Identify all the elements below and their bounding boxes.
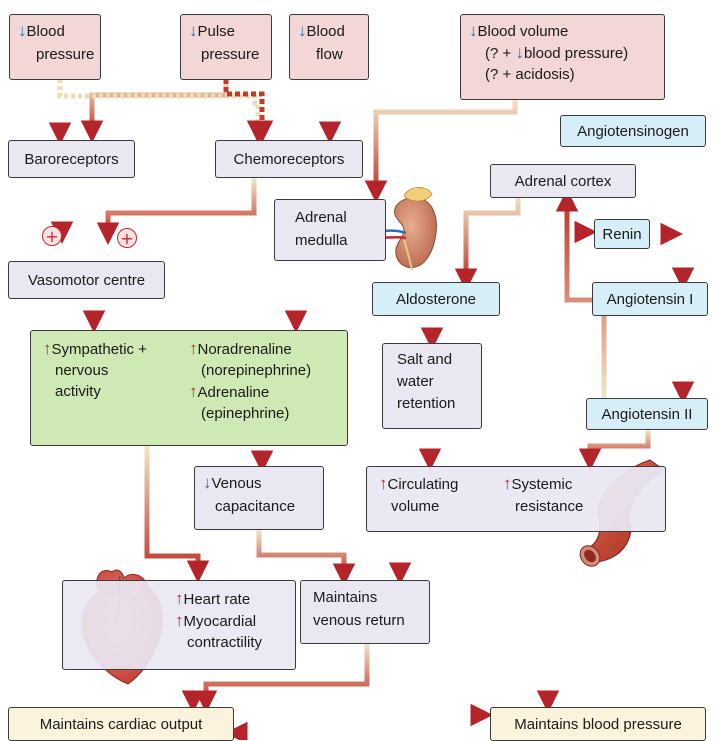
box-venous-capacitance: ↓Venous capacitance xyxy=(194,466,324,530)
box-aldosterone: Aldosterone xyxy=(372,282,500,316)
down-arrow-icon: ↓ xyxy=(298,21,307,40)
box-maintains-blood-pressure: Maintains blood pressure xyxy=(490,707,706,741)
plus-sign-icon: + xyxy=(117,228,137,248)
box-salt-water-retention: Salt and water retention xyxy=(382,343,482,429)
box-angiotensin-2: Angiotensin II xyxy=(586,398,708,430)
down-arrow-icon: ↓ xyxy=(515,43,524,62)
box-baroreceptors: Baroreceptors xyxy=(8,140,135,178)
plus-sign-icon: + xyxy=(42,226,62,246)
box-heart-rate-contractility: ↑Heart rate ↑Myocardial contractility xyxy=(62,580,296,670)
up-arrow-icon: ↑ xyxy=(43,339,52,358)
box-blood-flow: ↓Blood flow xyxy=(289,14,369,80)
up-arrow-icon: ↑ xyxy=(189,382,198,401)
box-blood-volume: ↓Blood volume (? + ↓blood pressure) (? +… xyxy=(460,14,665,100)
box-angiotensinogen: Angiotensinogen xyxy=(560,115,706,147)
up-arrow-icon: ↑ xyxy=(379,474,388,493)
down-arrow-icon: ↓ xyxy=(18,21,27,40)
arrow-pulse-to-baro xyxy=(80,76,229,143)
box-circulating-volume-systemic-resistance: ↑Circulating volume ↑Systemic resistance xyxy=(366,466,666,532)
box-vasomotor-centre: Vasomotor centre xyxy=(8,261,165,299)
down-arrow-icon: ↓ xyxy=(469,21,478,40)
up-arrow-icon: ↑ xyxy=(175,611,184,630)
box-venous-return: Maintains venous return xyxy=(300,580,430,644)
box-maintains-cardiac-output: Maintains cardiac output xyxy=(8,707,234,741)
up-arrow-icon: ↑ xyxy=(175,589,184,608)
box-adrenal-medulla: Adrenal medulla xyxy=(274,199,386,261)
box-chemoreceptors: Chemoreceptors xyxy=(215,140,363,178)
down-arrow-icon: ↓ xyxy=(203,473,212,492)
box-blood-pressure: ↓Blood pressure xyxy=(9,14,101,80)
box-angiotensin-1: Angiotensin I xyxy=(592,282,708,316)
down-arrow-icon: ↓ xyxy=(189,21,198,40)
box-renin: Renin xyxy=(594,219,650,249)
box-adrenal-cortex: Adrenal cortex xyxy=(490,164,636,198)
up-arrow-icon: ↑ xyxy=(189,339,198,358)
box-sympathetic-and-hormones: ↑Sympathetic + nervous activity ↑Noradre… xyxy=(30,330,348,446)
up-arrow-icon: ↑ xyxy=(503,474,512,493)
box-pulse-pressure: ↓Pulse pressure xyxy=(180,14,272,80)
